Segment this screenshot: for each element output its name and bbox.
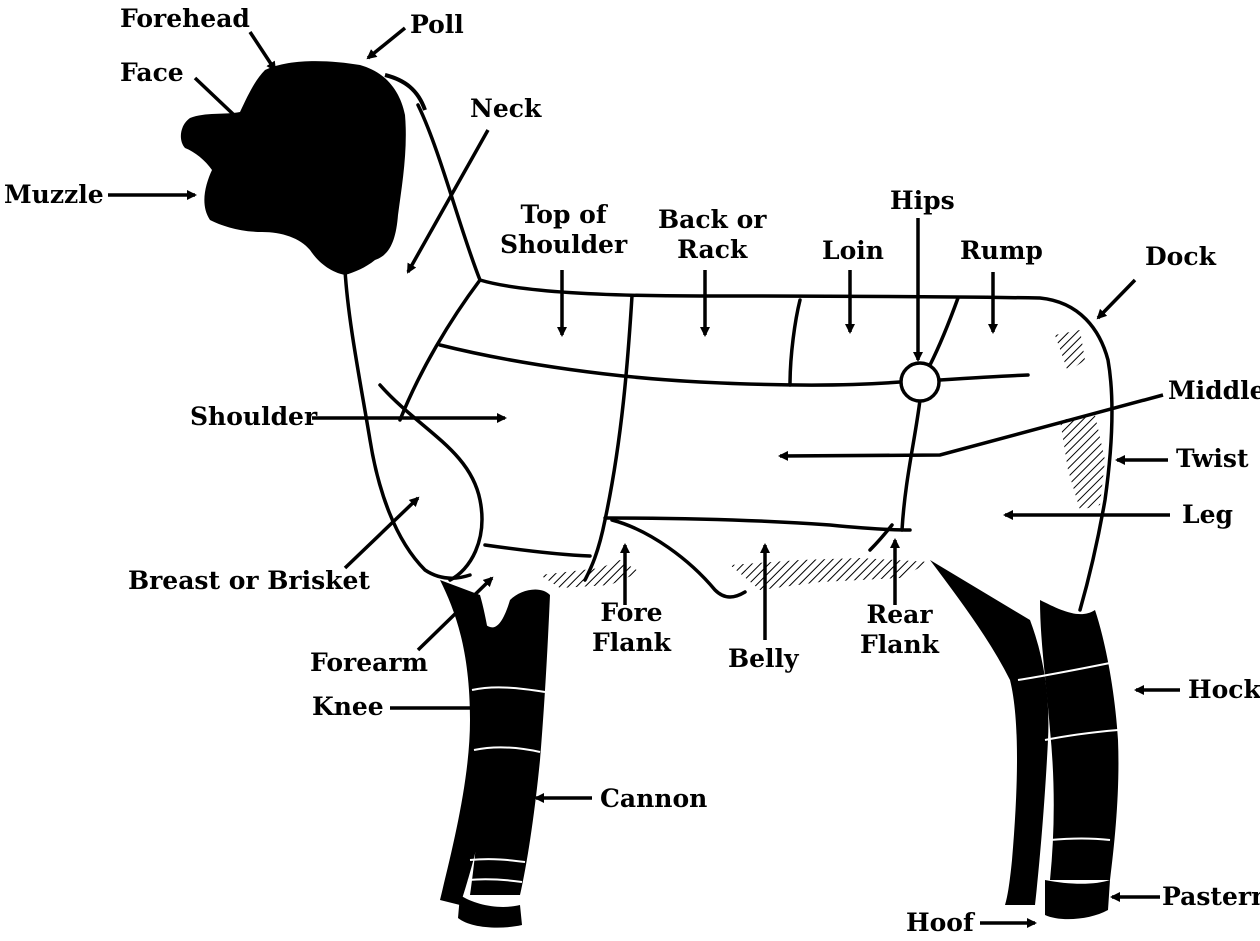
label-back-or-rack-line2: Rack [658,235,766,265]
label-hoof: Hoof [906,908,974,938]
label-twist: Twist [1176,444,1249,474]
label-cannon: Cannon [600,784,707,814]
label-rump: Rump [960,236,1043,266]
label-forearm: Forearm [310,648,428,678]
label-top-of-shoulder-line1: Top of [500,200,627,230]
label-face: Face [120,58,184,88]
label-breast-or-brisket: Breast or Brisket [128,566,370,596]
label-top-of-shoulder: Top of Shoulder [500,200,627,260]
hind-legs [930,560,1118,919]
label-poll: Poll [410,10,464,40]
label-hips: Hips [890,186,955,216]
arrow-neck [408,130,488,272]
label-neck: Neck [470,94,541,124]
label-leg: Leg [1182,500,1233,530]
label-dock: Dock [1145,242,1216,272]
label-back-or-rack: Back or Rack [658,205,766,265]
arrow-middle [780,395,1163,456]
label-rear-flank-line1: Rear [860,600,939,630]
arrow-dock [1098,280,1135,318]
label-rear-flank: Rear Flank [860,600,939,660]
label-rear-flank-line2: Flank [860,630,939,660]
label-hock: Hock [1188,675,1260,705]
arrow-breast-or-brisket [345,498,418,568]
label-back-or-rack-line1: Back or [658,205,766,235]
head-shape [181,61,425,275]
arrow-poll [368,28,405,58]
label-fore-flank-line2: Flank [592,628,671,658]
label-top-of-shoulder-line2: Shoulder [500,230,627,260]
label-pastern: Pastern [1162,882,1260,912]
label-muzzle: Muzzle [4,180,104,210]
label-middle: Middle [1168,376,1260,406]
label-belly: Belly [728,644,799,674]
label-knee: Knee [312,692,384,722]
label-fore-flank: Fore Flank [592,598,671,658]
label-shoulder: Shoulder [190,402,317,432]
label-loin: Loin [822,236,884,266]
arrow-forehead [250,32,275,70]
label-fore-flank-line1: Fore [592,598,671,628]
label-forehead: Forehead [120,4,250,34]
hip-joint-circle [901,363,939,401]
front-legs [440,580,550,928]
